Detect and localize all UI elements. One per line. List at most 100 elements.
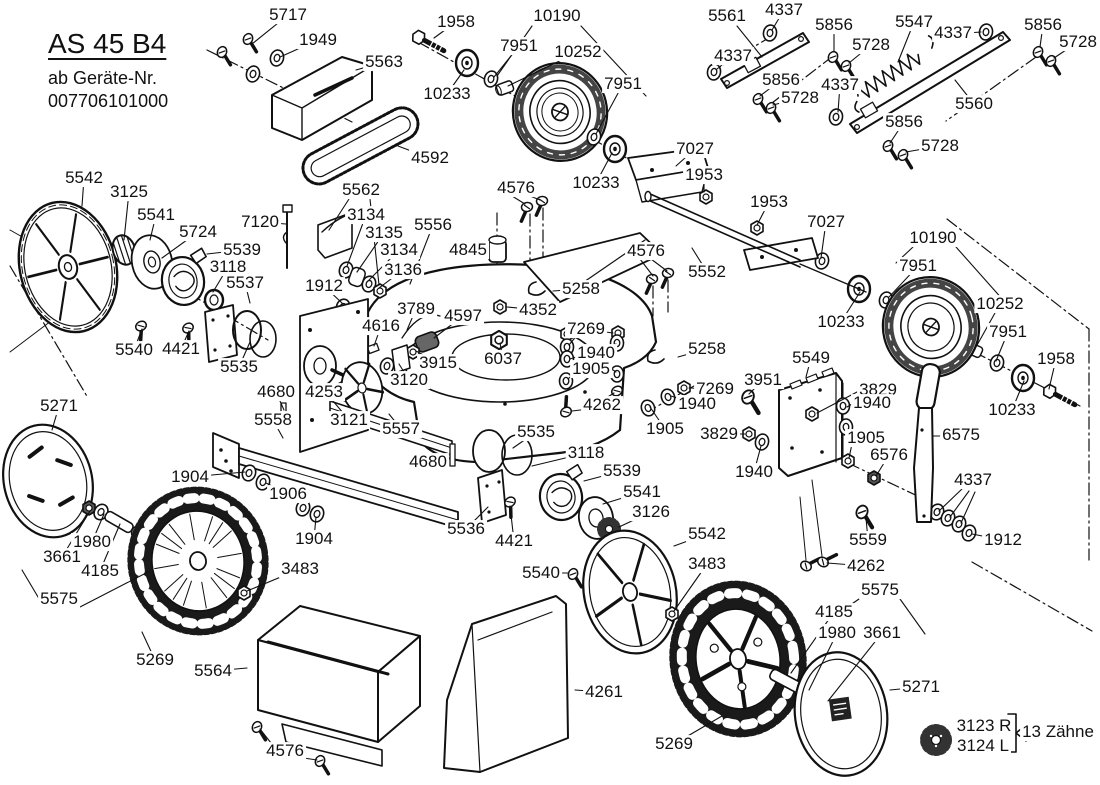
part-label: 3126 xyxy=(630,502,672,522)
part-label: 6037 xyxy=(482,349,524,369)
part-label: 4576 xyxy=(625,241,667,261)
linkage-bars xyxy=(720,31,1011,134)
part-label: 5728 xyxy=(850,35,892,55)
part-label: 3134 xyxy=(378,240,420,260)
part-label: 4845 xyxy=(447,240,489,260)
part-label: 3915 xyxy=(417,353,459,373)
part-label: 10190 xyxy=(531,6,583,26)
part-label: 5540 xyxy=(520,563,562,583)
part-label: 4337 xyxy=(712,46,754,66)
gear-left-label: 3124 L xyxy=(955,736,1011,756)
wheel-top xyxy=(511,62,609,162)
part-label: 10252 xyxy=(974,294,1026,314)
part-label: 10252 xyxy=(552,42,604,62)
part-label: 5540 xyxy=(113,340,155,360)
part-label: 1980 xyxy=(71,532,113,552)
part-label: 4262 xyxy=(845,556,887,576)
part-label: 5539 xyxy=(601,461,643,481)
part-label: 1905 xyxy=(570,359,612,379)
wheel-bottom-center xyxy=(582,529,680,655)
part-label: 5542 xyxy=(686,524,728,544)
teeth-label: 13 Zähne xyxy=(1020,722,1096,742)
part-label: 5559 xyxy=(847,530,889,550)
gear-right-label: 3123 R xyxy=(954,716,1014,736)
part-label: 3120 xyxy=(388,370,430,390)
part-label: 4185 xyxy=(79,561,121,581)
part-label: 5558 xyxy=(252,410,294,430)
part-label: 5536 xyxy=(445,519,487,539)
part-label: 4592 xyxy=(409,148,451,168)
part-label: 1980 xyxy=(816,623,858,643)
part-label: 3661 xyxy=(41,547,83,567)
belt-cover xyxy=(271,56,373,141)
part-label: 1958 xyxy=(435,12,477,32)
part-label: 1905 xyxy=(845,428,887,448)
model-title: AS 45 B4 xyxy=(48,28,167,59)
part-label: 1940 xyxy=(575,343,617,363)
part-label: 7269 xyxy=(565,319,607,339)
part-label: 5535 xyxy=(515,422,557,442)
part-label: 5541 xyxy=(135,205,177,225)
part-label: 7951 xyxy=(987,322,1029,342)
part-label: 1940 xyxy=(676,394,718,414)
part-label: 4337 xyxy=(932,23,974,43)
part-label: 5717 xyxy=(267,5,309,25)
part-label: 4185 xyxy=(813,602,855,622)
part-label: 5549 xyxy=(790,348,832,368)
part-label: 5575 xyxy=(859,580,901,600)
part-label: 5271 xyxy=(38,396,80,416)
part-label: 1904 xyxy=(169,467,211,487)
part-label: 1904 xyxy=(293,529,335,549)
mulch-plug xyxy=(443,595,569,773)
part-label: 5537 xyxy=(224,273,266,293)
drive-belt xyxy=(301,106,420,186)
pinion-gear xyxy=(920,713,1027,756)
part-label: 7951 xyxy=(897,256,939,276)
part-label: 5547 xyxy=(893,12,935,32)
part-label: 4616 xyxy=(360,316,402,336)
part-label: 1958 xyxy=(1035,349,1077,369)
height-bracket xyxy=(778,367,979,576)
part-label: 5856 xyxy=(760,70,802,90)
part-label: 5856 xyxy=(813,15,855,35)
part-label: 1905 xyxy=(644,419,686,439)
part-label: 1906 xyxy=(267,484,309,504)
wheel-left xyxy=(17,200,119,334)
part-label: 4337 xyxy=(952,470,994,490)
part-label: 5724 xyxy=(177,222,219,242)
part-label: 5856 xyxy=(883,112,925,132)
part-label: 4421 xyxy=(493,531,535,551)
part-label: 7951 xyxy=(498,36,540,56)
part-label: 4337 xyxy=(819,75,861,95)
part-label: 3483 xyxy=(279,559,321,579)
engine-bracket xyxy=(317,211,387,318)
part-label: 5552 xyxy=(686,262,728,282)
part-label: 3134 xyxy=(345,205,387,225)
part-label: 5258 xyxy=(560,279,602,299)
part-label: 5728 xyxy=(919,136,961,156)
part-label: 10233 xyxy=(986,400,1038,420)
bearing-cluster xyxy=(130,317,621,589)
part-label: 1953 xyxy=(748,192,790,212)
part-label: 10233 xyxy=(570,173,622,193)
part-label: 5535 xyxy=(218,357,260,377)
part-label: 5728 xyxy=(1057,32,1099,52)
part-label: 3125 xyxy=(108,182,150,202)
part-label: 4680 xyxy=(407,452,449,472)
part-label: 3118 xyxy=(207,257,249,277)
part-label: 5728 xyxy=(779,88,821,108)
part-label: 5542 xyxy=(63,168,105,188)
part-label: 5564 xyxy=(192,661,234,681)
left-front-wheel-group xyxy=(2,423,269,636)
part-label: 4253 xyxy=(303,382,345,402)
wheel-right xyxy=(881,276,981,378)
part-label: 5575 xyxy=(38,589,80,609)
part-label: 7951 xyxy=(602,74,644,94)
part-label: 3483 xyxy=(686,554,728,574)
part-label: 3661 xyxy=(861,623,903,643)
part-label: 7120 xyxy=(239,212,281,232)
part-label: 5560 xyxy=(953,94,995,114)
part-label: 4597 xyxy=(442,306,484,326)
part-label: 4421 xyxy=(160,339,202,359)
part-label: 6576 xyxy=(868,445,910,465)
